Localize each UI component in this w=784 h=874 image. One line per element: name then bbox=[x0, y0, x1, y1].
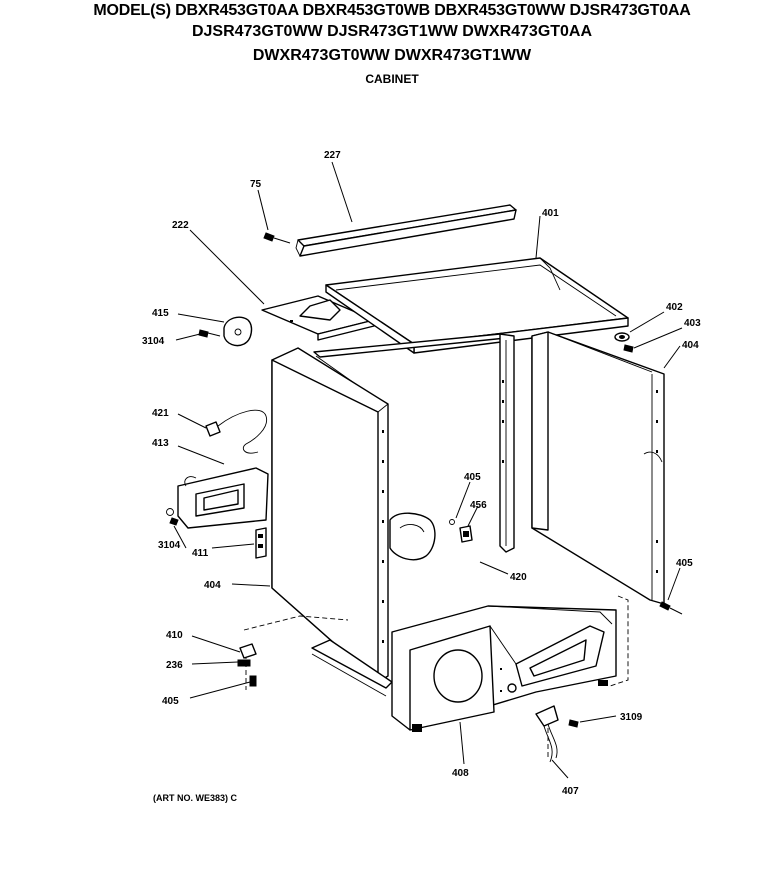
access-panel-413 bbox=[177, 467, 269, 529]
callout-410: 410 bbox=[166, 630, 183, 641]
callout-408: 408 bbox=[452, 768, 469, 779]
left-side-panel-404 bbox=[271, 347, 389, 683]
screw-3104-top bbox=[198, 329, 221, 338]
bracket-415 bbox=[223, 316, 253, 347]
callout-420: 420 bbox=[510, 572, 527, 583]
callout-421: 421 bbox=[152, 408, 169, 419]
model-list-line-3: DWXR473GT0WW DWXR473GT1WW bbox=[252, 47, 532, 64]
model-list-line-2: DJSR473GT0WW DJSR473GT1WW DWXR473GT0AA bbox=[191, 23, 593, 40]
switch-411 bbox=[255, 527, 267, 559]
cabinet-rear-frame bbox=[313, 333, 515, 553]
callout-405-right: 405 bbox=[676, 558, 693, 569]
callout-405-bottom: 405 bbox=[162, 696, 179, 707]
model-list-line-1: MODEL(S) DBXR453GT0AA DBXR453GT0WB DBXR4… bbox=[93, 2, 691, 19]
right-side-panel-404 bbox=[531, 331, 665, 605]
power-cord-421 bbox=[205, 409, 268, 454]
art-number: (ART NO. WE383) C bbox=[153, 793, 238, 803]
callout-405-rear: 405 bbox=[464, 472, 481, 483]
clip-402 bbox=[614, 332, 630, 342]
screw-405-right bbox=[659, 601, 683, 615]
clip-456 bbox=[459, 525, 473, 543]
hinge-410 bbox=[239, 643, 257, 659]
top-rear-trim-227 bbox=[295, 204, 517, 257]
callout-401: 401 bbox=[542, 208, 559, 219]
callout-222: 222 bbox=[172, 220, 189, 231]
callout-3104-top: 3104 bbox=[142, 336, 165, 347]
callout-407: 407 bbox=[562, 786, 579, 797]
callout-411: 411 bbox=[192, 548, 209, 559]
screw-403 bbox=[623, 344, 634, 353]
callout-leaders bbox=[173, 161, 683, 779]
callout-404-right: 404 bbox=[682, 340, 699, 351]
callout-404-left: 404 bbox=[204, 580, 221, 591]
callout-227: 227 bbox=[324, 150, 341, 161]
callout-402: 402 bbox=[666, 302, 683, 313]
callout-75: 75 bbox=[250, 179, 262, 190]
callout-236: 236 bbox=[166, 660, 183, 671]
screw-75 bbox=[263, 232, 291, 244]
section-title: CABINET bbox=[365, 72, 419, 86]
screw-405-rear bbox=[449, 519, 455, 525]
screw-3109 bbox=[568, 719, 579, 728]
door-switch-407 bbox=[535, 705, 559, 763]
callout-403: 403 bbox=[684, 318, 701, 329]
screw-3104-left bbox=[166, 508, 179, 526]
callout-456: 456 bbox=[470, 500, 487, 511]
callout-3109: 3109 bbox=[620, 712, 643, 723]
clip-236 bbox=[237, 659, 251, 667]
rear-duct-opening bbox=[389, 512, 436, 561]
top-panel-401 bbox=[325, 257, 629, 354]
callout-413: 413 bbox=[152, 438, 169, 449]
callout-415: 415 bbox=[152, 308, 169, 319]
callout-3104-left: 3104 bbox=[158, 540, 181, 551]
front-panel-408 bbox=[391, 605, 617, 732]
screw-405-bottom bbox=[249, 675, 257, 687]
